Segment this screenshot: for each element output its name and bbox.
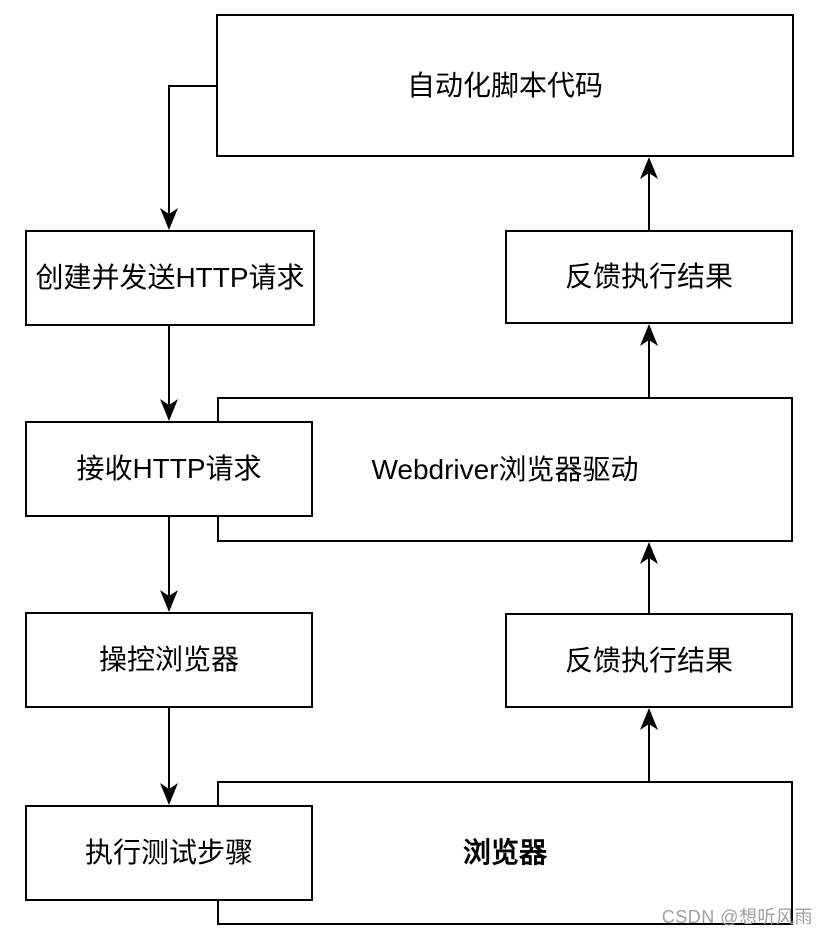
node-create-send-http-request: 创建并发送HTTP请求 [25, 230, 315, 326]
node-webdriver-driver-label: Webdriver浏览器驱动 [371, 453, 639, 485]
node-feedback-result-top-label: 反馈执行结果 [564, 261, 733, 293]
arrow-script-to-create-request [160, 85, 216, 230]
arrow-feedback-top-to-script [640, 157, 658, 230]
arrow-webdriver-to-feedback-top [640, 324, 658, 397]
node-control-browser: 操控浏览器 [25, 612, 313, 708]
arrow-feedback-bottom-to-webdriver [640, 542, 658, 613]
node-browser-label: 浏览器 [462, 837, 547, 869]
arrow-receive-to-control [160, 517, 178, 612]
csdn-watermark: CSDN @想听风雨 [661, 907, 813, 927]
node-receive-http-request-label: 接收HTTP请求 [76, 453, 262, 485]
node-feedback-result-bottom-label: 反馈执行结果 [564, 644, 733, 676]
node-execute-test-steps-label: 执行测试步骤 [84, 837, 253, 869]
node-execute-test-steps: 执行测试步骤 [25, 805, 313, 901]
node-webdriver-driver: Webdriver浏览器驱动 [217, 397, 793, 542]
node-feedback-result-top: 反馈执行结果 [505, 230, 793, 324]
node-automation-script: 自动化脚本代码 [216, 14, 794, 157]
node-feedback-result-bottom: 反馈执行结果 [505, 613, 793, 708]
node-automation-script-label: 自动化脚本代码 [406, 69, 603, 101]
arrow-browser-to-feedback-bottom [640, 708, 658, 781]
node-receive-http-request: 接收HTTP请求 [25, 421, 313, 517]
arrow-control-to-execute [160, 708, 178, 805]
node-create-send-http-request-label: 创建并发送HTTP请求 [35, 262, 305, 294]
node-control-browser-label: 操控浏览器 [98, 644, 239, 676]
arrow-create-to-receive [160, 326, 178, 421]
node-browser: 浏览器 [217, 781, 793, 925]
